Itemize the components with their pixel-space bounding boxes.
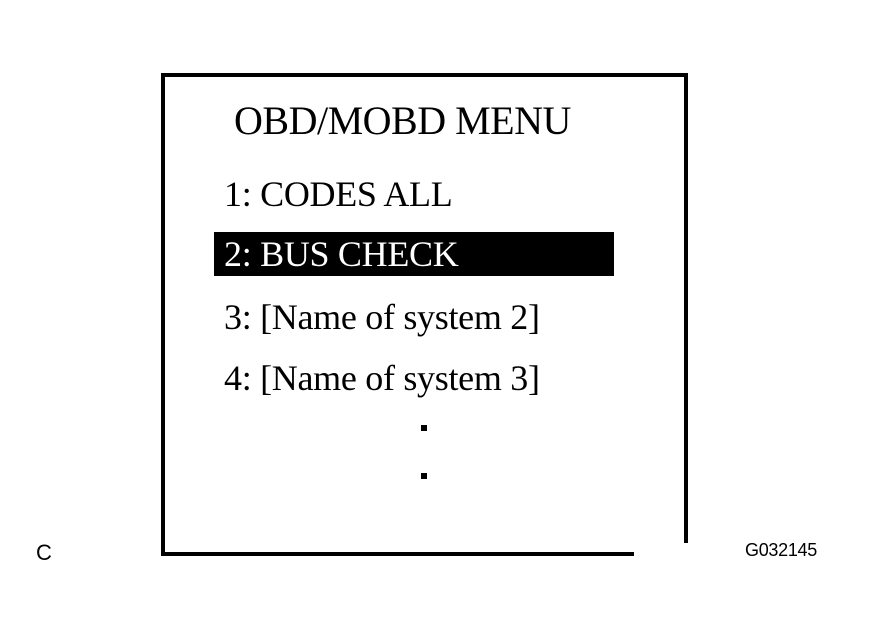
- menu-item-codes-all[interactable]: 1: CODES ALL: [224, 174, 453, 214]
- continuation-dot: [421, 473, 427, 479]
- continuation-dot: [421, 425, 427, 431]
- screen-border-top: [161, 73, 688, 77]
- menu-title: OBD/MOBD MENU: [234, 98, 571, 143]
- menu-item-system-2[interactable]: 3: [Name of system 2]: [224, 297, 540, 337]
- figure-code: G032145: [745, 540, 817, 560]
- corner-label: C: [36, 540, 52, 565]
- screen-border-right: [684, 73, 688, 543]
- screen-border-bottom: [161, 552, 634, 556]
- menu-item-system-3[interactable]: 4: [Name of system 3]: [224, 358, 540, 398]
- screen-border-left: [161, 73, 165, 556]
- menu-item-bus-check[interactable]: 2: BUS CHECK: [214, 232, 614, 276]
